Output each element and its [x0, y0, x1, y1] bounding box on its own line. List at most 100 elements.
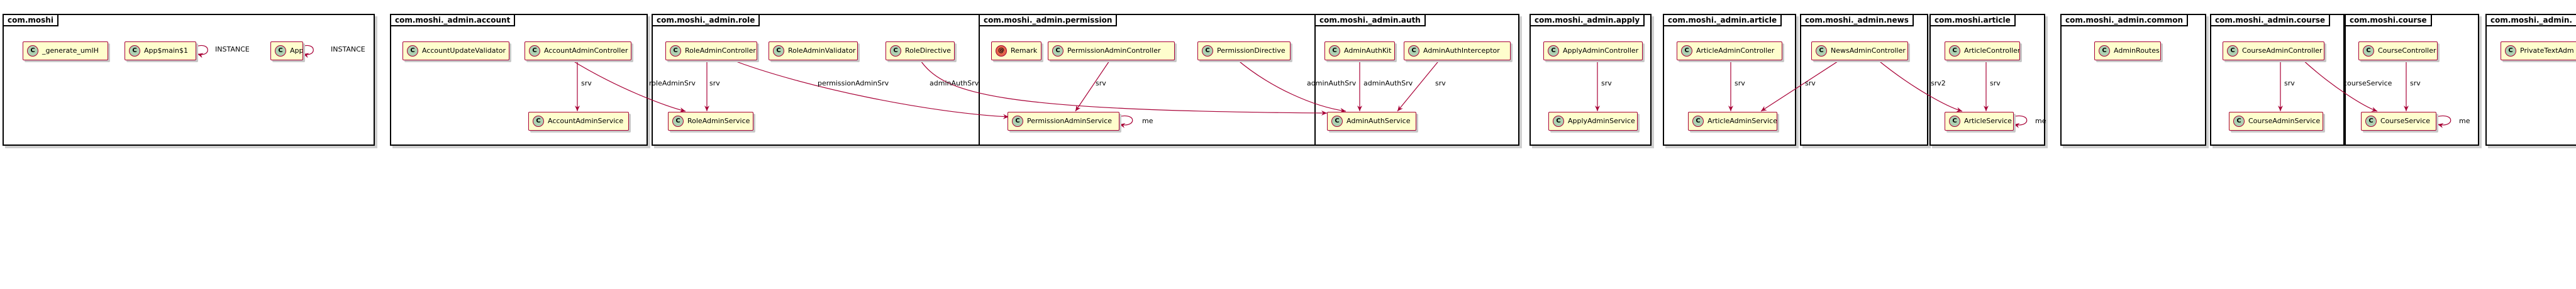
- class-icon: C: [1553, 116, 1564, 127]
- class-name: CourseService: [2380, 117, 2431, 125]
- class-apply-admin-service[interactable]: C ApplyAdminService: [1548, 112, 1638, 131]
- class-icon: C: [1949, 116, 1960, 127]
- package-com-moshi: com.moshi: [3, 14, 375, 146]
- class-course-controller[interactable]: C CourseController: [2358, 41, 2438, 60]
- class-name: AdminAuthKit: [1344, 46, 1392, 55]
- edge-label: me: [1142, 117, 1153, 125]
- package-name: com.moshi._admin.article: [1663, 14, 1782, 26]
- class-name: App$main$1: [144, 46, 188, 55]
- edge-label: adminAuthSrv: [930, 79, 979, 87]
- edge-label: srv: [1096, 79, 1106, 87]
- edge-nac-srv: [1760, 58, 1842, 112]
- class-name: AccountUpdateValidator: [422, 46, 506, 55]
- edge-label: me: [2035, 117, 2046, 125]
- package-admin-common: com.moshi._admin.common: [2060, 14, 2206, 146]
- class-article-service[interactable]: C ArticleService: [1945, 112, 2014, 131]
- class-icon: C: [2363, 45, 2374, 57]
- package-name: com.moshi._admin.: [2485, 14, 2576, 26]
- class-name: CourseAdminService: [2248, 117, 2321, 125]
- class-icon: C: [533, 116, 544, 127]
- class-icon: C: [407, 45, 418, 57]
- class-icon: C: [1052, 45, 1063, 57]
- class-name: NewsAdminController: [1831, 46, 1906, 55]
- edge-label: courseService: [2343, 79, 2392, 87]
- package-name: com.moshi._admin.course: [2210, 14, 2331, 26]
- class-name: AdminAuthService: [1346, 117, 1411, 125]
- class-name: ArticleAdminController: [1696, 46, 1775, 55]
- edge-pac-srv: [1075, 58, 1111, 112]
- edge-aint-srv: [1397, 58, 1441, 112]
- edge-label: INSTANCE: [331, 45, 365, 53]
- class-icon: C: [1331, 116, 1343, 127]
- edge-cac-course-service: [2301, 58, 2378, 112]
- class-name: AccountAdminService: [548, 117, 624, 125]
- class-apply-admin-controller[interactable]: C ApplyAdminController: [1543, 41, 1643, 60]
- edge-label: srv: [1990, 79, 2001, 87]
- class-name: ArticleService: [1964, 117, 2012, 125]
- package-name: com.moshi._admin.auth: [1314, 14, 1426, 26]
- class-name: ApplyAdminService: [1568, 117, 1635, 125]
- package-admin-permission: com.moshi._admin.permission: [979, 14, 1317, 146]
- class-name: RoleAdminController: [685, 46, 756, 55]
- class-icon: C: [1548, 45, 1559, 57]
- class-name: ArticleAdminService: [1707, 117, 1777, 125]
- edge-label: srv: [581, 79, 592, 87]
- edge-rac-permission-admin-srv: [729, 58, 1009, 119]
- edge-label: roleAdminSrv: [649, 79, 696, 87]
- package-name: com.moshi._admin.common: [2060, 14, 2189, 26]
- edge-label: srv: [2410, 79, 2421, 87]
- class-name: PermissionAdminService: [1027, 117, 1113, 125]
- class-icon: C: [1202, 45, 1213, 57]
- class-app[interactable]: C App: [270, 41, 303, 60]
- class-name: _generate_umlH: [42, 46, 99, 55]
- edge-pd-admin-auth-srv: [1236, 58, 1346, 113]
- class-account-update-validator[interactable]: C AccountUpdateValidator: [402, 41, 509, 60]
- class-name: App: [290, 46, 303, 55]
- class-name: CourseAdminController: [2242, 46, 2323, 55]
- package-name: com.moshi._admin.permission: [979, 14, 1118, 26]
- class-name: CourseController: [2378, 46, 2436, 55]
- edge-app-instance: [301, 45, 314, 58]
- class-name: ArticleController: [1964, 46, 2020, 55]
- class-remark[interactable]: @Remark: [991, 41, 1041, 60]
- class-name: ApplyAdminController: [1563, 46, 1639, 55]
- edge-label: permissionAdminSrv: [818, 79, 889, 87]
- class-icon: C: [275, 45, 286, 57]
- package-name: com.moshi._admin.apply: [1530, 14, 1645, 26]
- class-icon: C: [1408, 45, 1419, 57]
- edge-appmain-instance: [196, 45, 208, 58]
- class-account-admin-service[interactable]: C AccountAdminService: [528, 112, 629, 131]
- class-icon: C: [2505, 45, 2516, 57]
- edge-label: srv2: [1931, 79, 1946, 87]
- package-name: com.moshi.course: [2345, 14, 2432, 26]
- package-name: com.moshi._admin.role: [652, 14, 760, 26]
- edge-label: srv: [1805, 79, 1816, 87]
- class-icon: C: [773, 45, 784, 57]
- class-generate-umlh[interactable]: C_generate_umlH: [23, 41, 108, 60]
- edge-label: srv: [709, 79, 720, 87]
- package-name: com.moshi.article: [1929, 14, 2016, 26]
- class-icon: C: [890, 45, 901, 57]
- edge-label: srv: [1601, 79, 1612, 87]
